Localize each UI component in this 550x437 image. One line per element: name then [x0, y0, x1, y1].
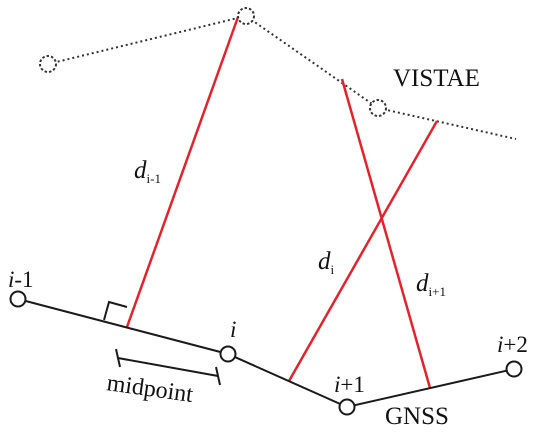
gnss-node-i-plus-1: [338, 398, 356, 416]
node-label-i-plus-1: i+1: [334, 372, 365, 397]
vistae-node: [237, 7, 255, 25]
right-angle-marker: [103, 300, 128, 321]
gnss-node-i: [219, 345, 237, 363]
node-label-i-minus-1: i-1: [8, 267, 34, 292]
vistae-trajectory: [47, 14, 517, 140]
gnss-node-i-minus-1: [9, 290, 27, 308]
node-label-i: i: [230, 317, 236, 342]
d-next-label: di+1: [416, 270, 446, 299]
gnss-node-i-plus-2: [505, 360, 523, 378]
d-next-line: [340, 78, 432, 389]
midpoint-label: midpoint: [105, 370, 195, 408]
vistae-label: VISTAE: [393, 65, 480, 92]
midpoint-bracket: [115, 348, 221, 386]
vistae-node: [369, 99, 387, 117]
vistae-node: [39, 55, 57, 73]
gnss-label: GNSS: [385, 403, 449, 430]
d-cur-line: [287, 120, 439, 382]
node-label-i-plus-2: i+2: [497, 332, 528, 357]
d-prev-line: [125, 16, 240, 328]
d-prev-label: di-1: [134, 157, 161, 186]
d-cur-label: di: [318, 248, 335, 277]
gnss-trajectory: [17, 298, 515, 409]
